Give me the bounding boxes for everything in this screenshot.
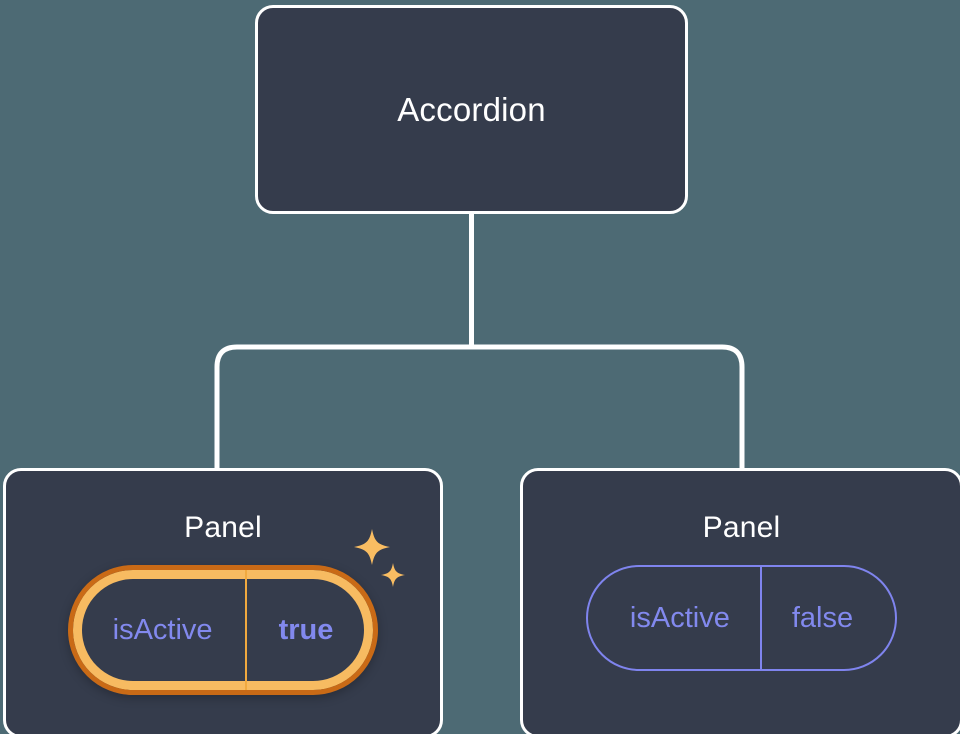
node-panel-inactive-label: Panel bbox=[702, 511, 781, 544]
node-panel-active[interactable]: Panel isActive true bbox=[3, 468, 443, 734]
node-accordion-label: Accordion bbox=[397, 91, 546, 128]
prop-key-isactive: isActive bbox=[629, 601, 730, 634]
prop-pill-inactive-wrap: isActive false bbox=[585, 565, 898, 671]
prop-value-true: true bbox=[244, 570, 374, 690]
node-panel-inactive[interactable]: Panel isActive false bbox=[520, 468, 960, 734]
prop-value-false: false bbox=[759, 567, 895, 669]
sparkle-large-icon bbox=[354, 529, 391, 565]
node-accordion[interactable]: Accordion bbox=[255, 5, 688, 214]
prop-pill-inactive[interactable]: isActive false bbox=[585, 565, 898, 671]
connector-branch-right bbox=[471, 344, 745, 470]
prop-pill-active-wrap: isActive true bbox=[67, 529, 406, 695]
prop-pill-active[interactable]: isActive true bbox=[67, 565, 379, 695]
sparkle-small-icon bbox=[381, 563, 406, 587]
prop-key-isactive: isActive bbox=[112, 613, 213, 646]
node-panel-active-label: Panel bbox=[184, 511, 262, 544]
connector-branch-left bbox=[214, 344, 472, 470]
